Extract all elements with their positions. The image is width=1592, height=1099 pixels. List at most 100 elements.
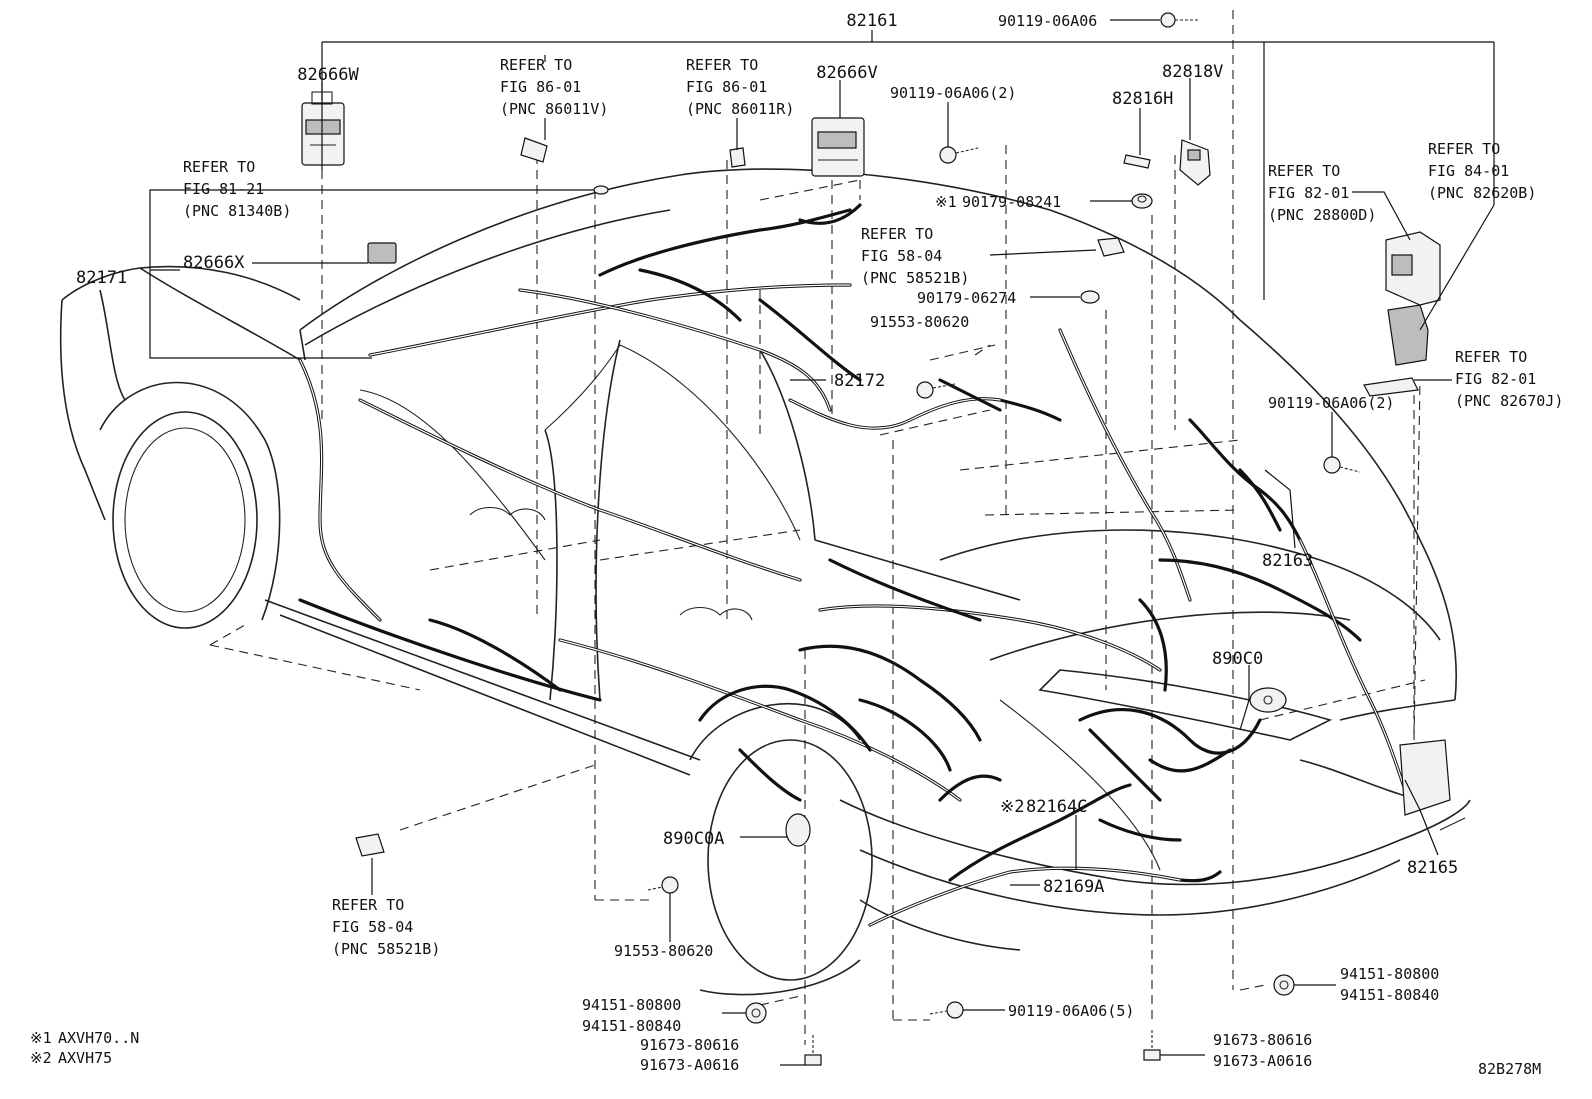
label-90179-08241: 90179-08241	[962, 193, 1061, 211]
part-82818V-bracket	[1179, 139, 1211, 186]
label-90119-06A06-top: 90119-06A06	[998, 12, 1097, 30]
svg-text:REFER TO: REFER TO	[861, 225, 933, 243]
part-82666V-bracket	[811, 117, 865, 177]
part-86011V-clip	[520, 137, 548, 163]
label-82172: 82172	[834, 371, 885, 391]
label-90119-06A06-5: 90119-06A06(5)	[1008, 1002, 1134, 1020]
refer-note-86011R: REFER TO FIG 86-01 (PNC 86011R)	[686, 56, 794, 118]
label-90179-06274: 90179-06274	[917, 289, 1016, 307]
svg-text:(PNC 81340B): (PNC 81340B)	[183, 202, 291, 220]
label-91553-80620-bottom: 91553-80620	[614, 942, 713, 960]
label-91673-A0616-left: 91673-A0616	[640, 1056, 739, 1074]
label-91673-80616-left: 91673-80616	[640, 1036, 739, 1054]
svg-text:(PNC 28800D): (PNC 28800D)	[1268, 206, 1376, 224]
svg-text:FIG 86-01: FIG 86-01	[500, 78, 581, 96]
svg-text:REFER TO: REFER TO	[1455, 348, 1527, 366]
nut-91673-left	[804, 1035, 822, 1066]
svg-text:(PNC 82670J): (PNC 82670J)	[1455, 392, 1563, 410]
svg-text:FIG 86-01: FIG 86-01	[686, 78, 767, 96]
nut-91673-right	[1143, 1030, 1161, 1061]
part-90179-08241-nut	[1131, 193, 1153, 209]
label-82666X: 82666X	[183, 253, 245, 273]
dashed-guides	[209, 10, 1426, 1045]
label-94151-80840-left: 94151-80840	[582, 1017, 681, 1035]
wire-harness-890C0	[1078, 708, 1262, 842]
footnote-mark-2: ※2	[30, 1049, 52, 1067]
screw-91553-80620-top	[916, 381, 956, 399]
svg-text:FIG 84-01: FIG 84-01	[1428, 162, 1509, 180]
label-890C0: 890C0	[1212, 649, 1263, 669]
wire-harness-floor	[558, 558, 1162, 802]
wire-harness-82165	[1298, 538, 1407, 792]
refer-note-58521B-top: REFER TO FIG 58-04 (PNC 58521B)	[861, 225, 969, 287]
svg-text:(PNC 82620B): (PNC 82620B)	[1428, 184, 1536, 202]
refer-note-82620B: REFER TO FIG 84-01 (PNC 82620B)	[1428, 140, 1536, 202]
label-82666V: 82666V	[816, 63, 877, 83]
wire-harness-82169A	[868, 866, 1222, 927]
part-890C0A-antenna	[785, 813, 811, 847]
label-82164C: 82164C	[1026, 797, 1087, 817]
refer-note-81340B: REFER TO FIG 81-21 (PNC 81340B)	[183, 158, 291, 220]
part-58521B-cover-lower	[355, 833, 385, 857]
label-90119-06A06-2a: 90119-06A06(2)	[890, 84, 1016, 102]
svg-text:REFER TO: REFER TO	[686, 56, 758, 74]
footnote-text-2: AXVH75	[58, 1049, 112, 1067]
label-94151-80800-left: 94151-80800	[582, 996, 681, 1014]
part-82620B-block	[1387, 304, 1429, 366]
wire-harness-82164C	[938, 774, 1132, 882]
label-90179-08241-mark: ※1	[935, 193, 957, 211]
refer-note-28800D: REFER TO FIG 82-01 (PNC 28800D)	[1268, 162, 1376, 224]
part-82165-module	[1399, 739, 1451, 816]
svg-text:FIG 58-04: FIG 58-04	[332, 918, 413, 936]
wire-harness-82171	[298, 358, 802, 702]
svg-text:(PNC 86011R): (PNC 86011R)	[686, 100, 794, 118]
vehicle-body	[59, 168, 1471, 996]
part-86011R-clip	[729, 147, 746, 168]
svg-text:(PNC 86011V): (PNC 86011V)	[500, 100, 608, 118]
part-82666X-clip	[367, 242, 397, 264]
label-82171: 82171	[76, 268, 127, 288]
wire-harness-82161	[368, 203, 862, 412]
part-82816H-clamp	[1123, 154, 1151, 169]
svg-text:REFER TO: REFER TO	[1428, 140, 1500, 158]
label-82165: 82165	[1407, 858, 1458, 878]
svg-text:FIG 81-21: FIG 81-21	[183, 180, 264, 198]
screw-91553-80620-bottom	[647, 876, 679, 894]
svg-text:REFER TO: REFER TO	[1268, 162, 1340, 180]
part-58521B-cover	[1097, 237, 1125, 257]
leader-lines	[149, 19, 1495, 1066]
label-94151-80800-right: 94151-80800	[1340, 965, 1439, 983]
svg-text:(PNC 58521B): (PNC 58521B)	[332, 940, 440, 958]
footnote-mark-1: ※1	[30, 1029, 52, 1047]
label-82666W: 82666W	[297, 65, 359, 85]
label-82169A: 82169A	[1043, 877, 1104, 897]
label-91553-80620-top: 91553-80620	[870, 313, 969, 331]
part-82666W-bracket	[301, 91, 345, 166]
svg-text:FIG 58-04: FIG 58-04	[861, 247, 942, 265]
svg-text:FIG 82-01: FIG 82-01	[1455, 370, 1536, 388]
part-82670J-bracket	[1363, 377, 1419, 397]
label-91673-A0616-right: 91673-A0616	[1213, 1052, 1312, 1070]
bolt-90119-06A06-2a	[939, 146, 979, 164]
label-82164C-mark: ※2	[1000, 797, 1024, 817]
grommet-94151-right	[1273, 974, 1295, 996]
wire-harness-82163	[1058, 328, 1362, 692]
wire-harness-82172	[788, 378, 1062, 430]
part-81340B-grommet	[593, 185, 609, 195]
footnotes: ※1 AXVH70..N ※2 AXVH75	[30, 1029, 139, 1067]
svg-text:REFER TO: REFER TO	[332, 896, 404, 914]
footnote-text-1: AXVH70..N	[58, 1029, 139, 1047]
part-890C0-antenna	[1249, 687, 1287, 713]
diagram-id: 82B278M	[1478, 1060, 1541, 1078]
svg-text:REFER TO: REFER TO	[183, 158, 255, 176]
label-82163: 82163	[1262, 551, 1313, 571]
part-labels: 82161 82666W 82666V 82666X 82171 82172 8…	[76, 11, 1458, 1074]
label-90119-06A06-2b: 90119-06A06(2)	[1268, 394, 1394, 412]
refer-note-86011V: REFER TO FIG 86-01 (PNC 86011V)	[500, 56, 608, 118]
svg-text:(PNC 58521B): (PNC 58521B)	[861, 269, 969, 287]
part-90179-06274-nut	[1080, 290, 1100, 304]
bolt-90119-06A06-5	[929, 1001, 964, 1019]
part-28800D-relay	[1385, 231, 1441, 306]
bolt-90119-06A06-top	[1160, 12, 1200, 28]
